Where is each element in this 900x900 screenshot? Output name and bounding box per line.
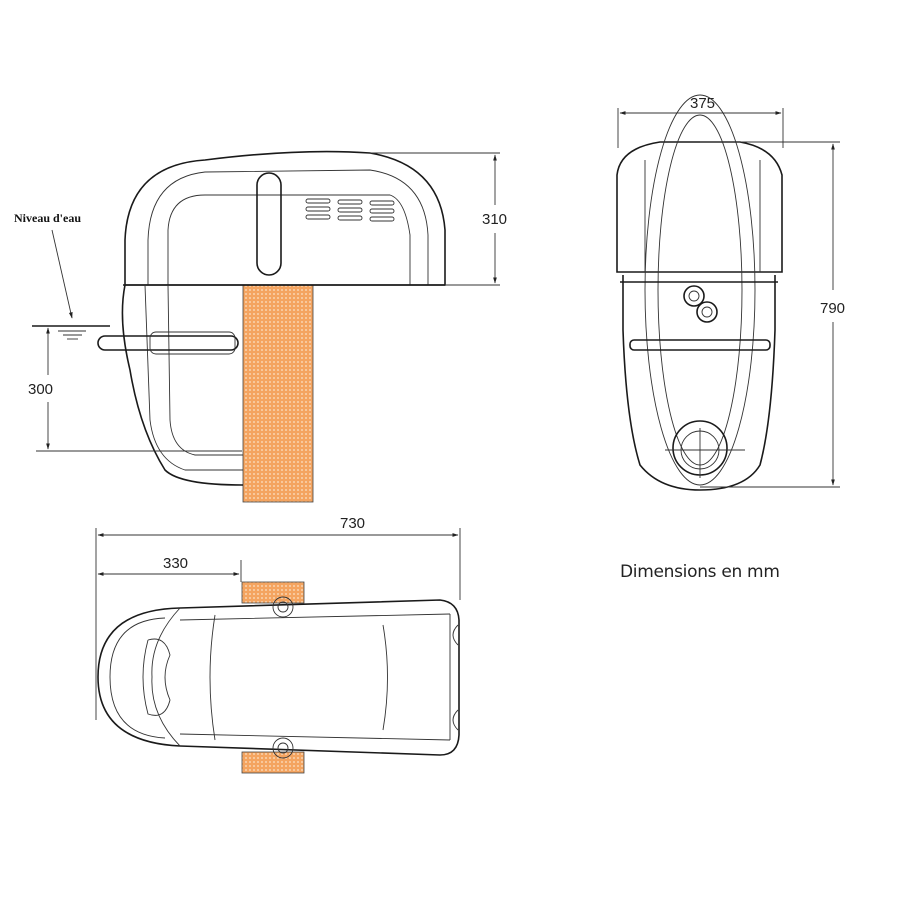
water-level-arrow [51, 229, 73, 319]
knob-icon [683, 285, 718, 323]
pool-wall-top [241, 581, 305, 604]
pool-wall-bottom [241, 751, 305, 774]
pool-wall [242, 284, 314, 503]
side-view: Niveau d'eau 300 310 [14, 150, 507, 503]
units-note: Dimensions en mm [620, 562, 780, 582]
length-dimension: 730 [340, 515, 365, 532]
water-level-label: Niveau d'eau [14, 211, 81, 225]
front-view: 375 790 [616, 94, 845, 491]
top-height-dimension: 310 [482, 211, 507, 228]
width-dimension: 375 [690, 95, 715, 112]
vent-icon [305, 198, 395, 222]
height-dimension: 790 [820, 300, 845, 317]
water-depth-dimension: 300 [28, 381, 53, 398]
top-view: 730 330 [95, 515, 461, 774]
offset-dimension: 330 [163, 555, 188, 572]
